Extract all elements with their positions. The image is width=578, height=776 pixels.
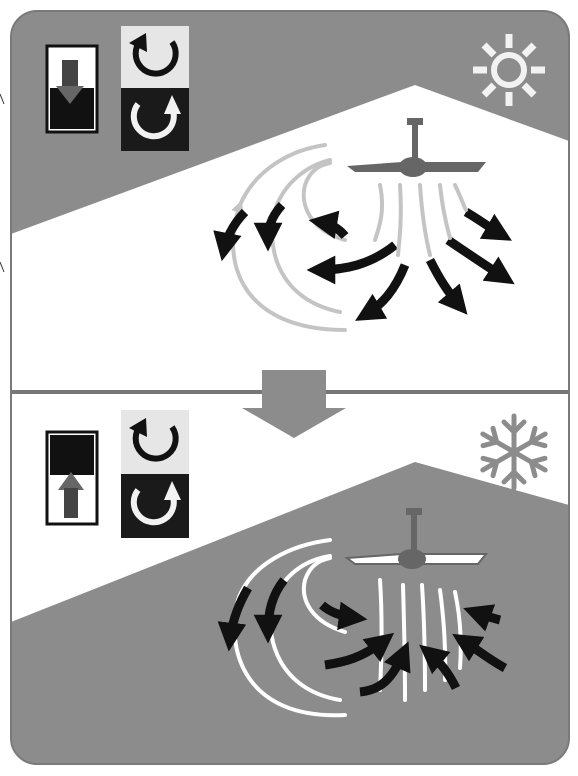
summer-mode-switch xyxy=(47,46,97,132)
winter-section xyxy=(11,394,569,764)
winter-rotation-icons xyxy=(121,410,189,538)
clockwise-icon xyxy=(121,88,189,151)
counterclockwise-icon xyxy=(121,410,189,474)
edge-marks xyxy=(0,94,4,272)
counterclockwise-icon xyxy=(121,26,189,88)
winter-mode-switch xyxy=(47,432,97,524)
clockwise-icon xyxy=(121,474,189,538)
summer-rotation-icons xyxy=(121,26,189,151)
